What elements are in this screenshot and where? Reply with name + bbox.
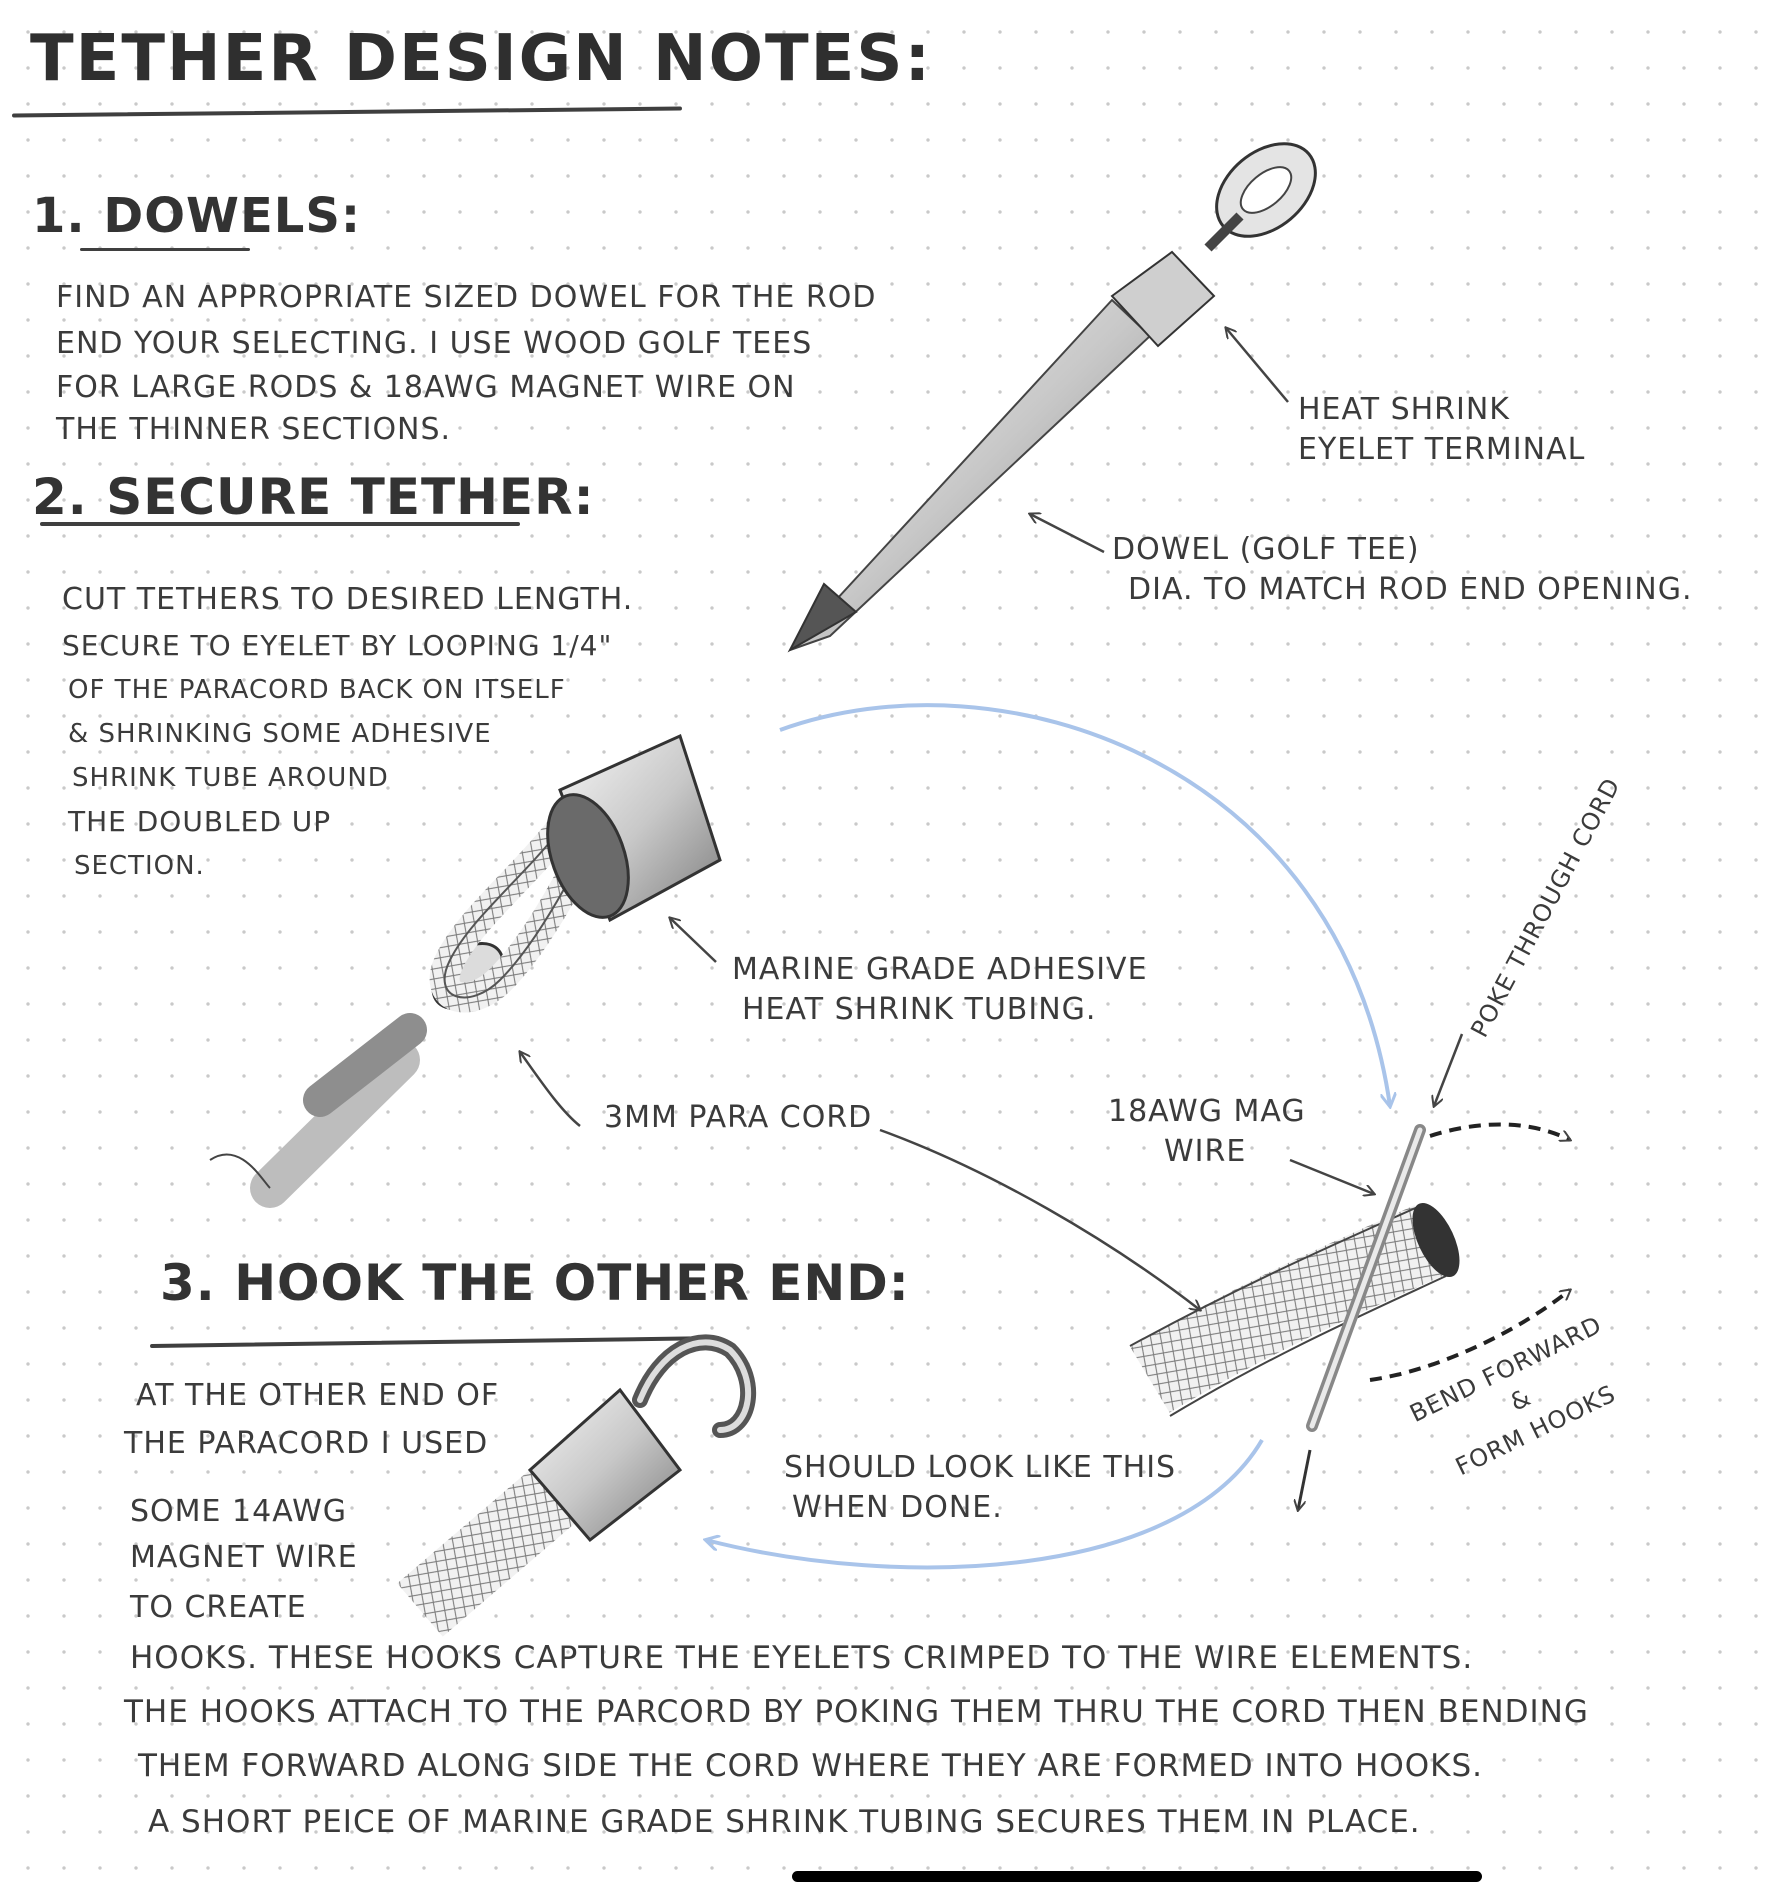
page-title: Tether Design Notes: (30, 22, 933, 96)
cord-wire-drawing (1129, 1122, 1570, 1510)
label-mag-wire: 18awg Mag wire (1108, 1092, 1306, 1172)
label-line: Dia. to match rod end opening. (1128, 572, 1693, 607)
section-1-underline (80, 248, 250, 251)
hook-sleeve (527, 1387, 683, 1543)
arrow-heat-shrink (1226, 328, 1289, 403)
label-should-look: Should look like this when done. (784, 1448, 1176, 1528)
section-3-line: At the other end of (136, 1378, 500, 1413)
section-3-line: some 14awg (130, 1494, 347, 1529)
section-2-line: Cut tethers to desired length. (62, 582, 634, 617)
section-2-underline (40, 522, 520, 526)
section-1-line: for large rods & 18awg magnet wire on (56, 370, 796, 405)
blue-arrow-to-cord (779, 703, 1390, 1106)
section-2-line: section. (74, 851, 205, 881)
arrow-paracord-right (879, 1128, 1200, 1310)
section-3-line: hooks. These hooks capture the eyelets c… (130, 1640, 1474, 1676)
label-paracord: 3mm Para Cord (604, 1100, 873, 1135)
poke-arrow-dashed (1429, 1122, 1570, 1140)
label-line: Heat Shrink (1298, 392, 1510, 427)
hook-wire-highlight (637, 1339, 752, 1433)
cord-outline-bottom (1169, 1275, 1447, 1417)
rod-end (250, 1040, 420, 1208)
heat-shrink-sleeve (1110, 250, 1216, 348)
label-heat-shrink-eyelet: Heat Shrink Eyelet Terminal (1298, 390, 1585, 470)
down-arrow (1298, 1449, 1312, 1510)
cord-segment (1130, 1205, 1446, 1413)
cord-end (1412, 1202, 1460, 1278)
arrow-dowel (1030, 514, 1105, 554)
label-dowel: Dowel (Golf Tee) Dia. to match rod end o… (1112, 530, 1692, 610)
bend-arrow-dashed (1369, 1290, 1570, 1382)
section-1-line: end your selecting. I use wood golf tees (56, 326, 813, 361)
label-line: Dowel (Golf Tee) (1112, 532, 1420, 567)
label-line: Marine Grade Adhesive (732, 952, 1148, 987)
label-line: Should look like this (784, 1450, 1177, 1485)
arrow-mag-wire (1289, 1158, 1374, 1194)
crimp-sleeve (303, 1013, 427, 1117)
label-line: Heat Shrink Tubing. (742, 992, 1097, 1027)
label-line: 18awg Mag (1108, 1094, 1306, 1129)
section-2-line: & shrinking some adhesive (68, 719, 492, 749)
eyelet-neck (1204, 212, 1244, 252)
section-3-line: magnet wire (130, 1540, 358, 1575)
blue-flow-arrows (706, 703, 1390, 1570)
eyelet-hole (1239, 166, 1293, 214)
section-3-line: The hooks attach to the parcord by pokin… (124, 1694, 1589, 1730)
section-2-heading: 2. Secure Tether: (32, 468, 595, 526)
label-marine-tubing: Marine Grade Adhesive Heat Shrink Tubing… (732, 950, 1148, 1030)
hook-drawing (397, 1334, 757, 1637)
section-1-line: Find an appropriate sized dowel for the … (56, 280, 877, 315)
section-3-line: to create (130, 1590, 307, 1625)
section-2-line: Secure to eyelet by looping 1/4" (62, 629, 613, 662)
dowel-eyelet-drawing (787, 142, 1317, 653)
arrow-paracord-left (520, 1052, 581, 1127)
dowel-tip (787, 582, 858, 653)
label-line: when done. (792, 1490, 1003, 1525)
section-3-line: them forward along side the cord where t… (138, 1748, 1484, 1784)
magnet-wire-highlight (1309, 1127, 1423, 1429)
arrow-marine-tubing (670, 918, 717, 963)
section-2-line: of the paracord back on itself (68, 675, 566, 705)
paracord-eyelet-drawing (209, 733, 722, 1208)
section-1-heading: 1. Dowels: (32, 188, 362, 244)
pointer-arrows (520, 328, 1464, 1310)
label-line: wire (1164, 1134, 1247, 1169)
section-1-line: the thinner sections. (56, 412, 452, 447)
rod-end-outline (209, 1153, 271, 1189)
paracord-loop-outline (443, 829, 591, 999)
section-3-heading: 3. Hook the other end: (160, 1254, 910, 1312)
section-2-line: the doubled up (68, 805, 332, 838)
section-2-line: shrink tube around (72, 763, 389, 793)
shrink-tube-opening (546, 793, 630, 919)
section-3-line: A short peice of marine grade shrink tub… (148, 1804, 1421, 1840)
dowel-body (789, 298, 1152, 651)
arrow-poke (1434, 1033, 1464, 1106)
section-3-line: the paracord I used (124, 1426, 489, 1461)
home-indicator[interactable] (792, 1871, 1482, 1882)
label-line: Eyelet Terminal (1298, 432, 1586, 467)
hook-cord (397, 1463, 583, 1637)
blue-arrow-to-hook (706, 1438, 1264, 1570)
